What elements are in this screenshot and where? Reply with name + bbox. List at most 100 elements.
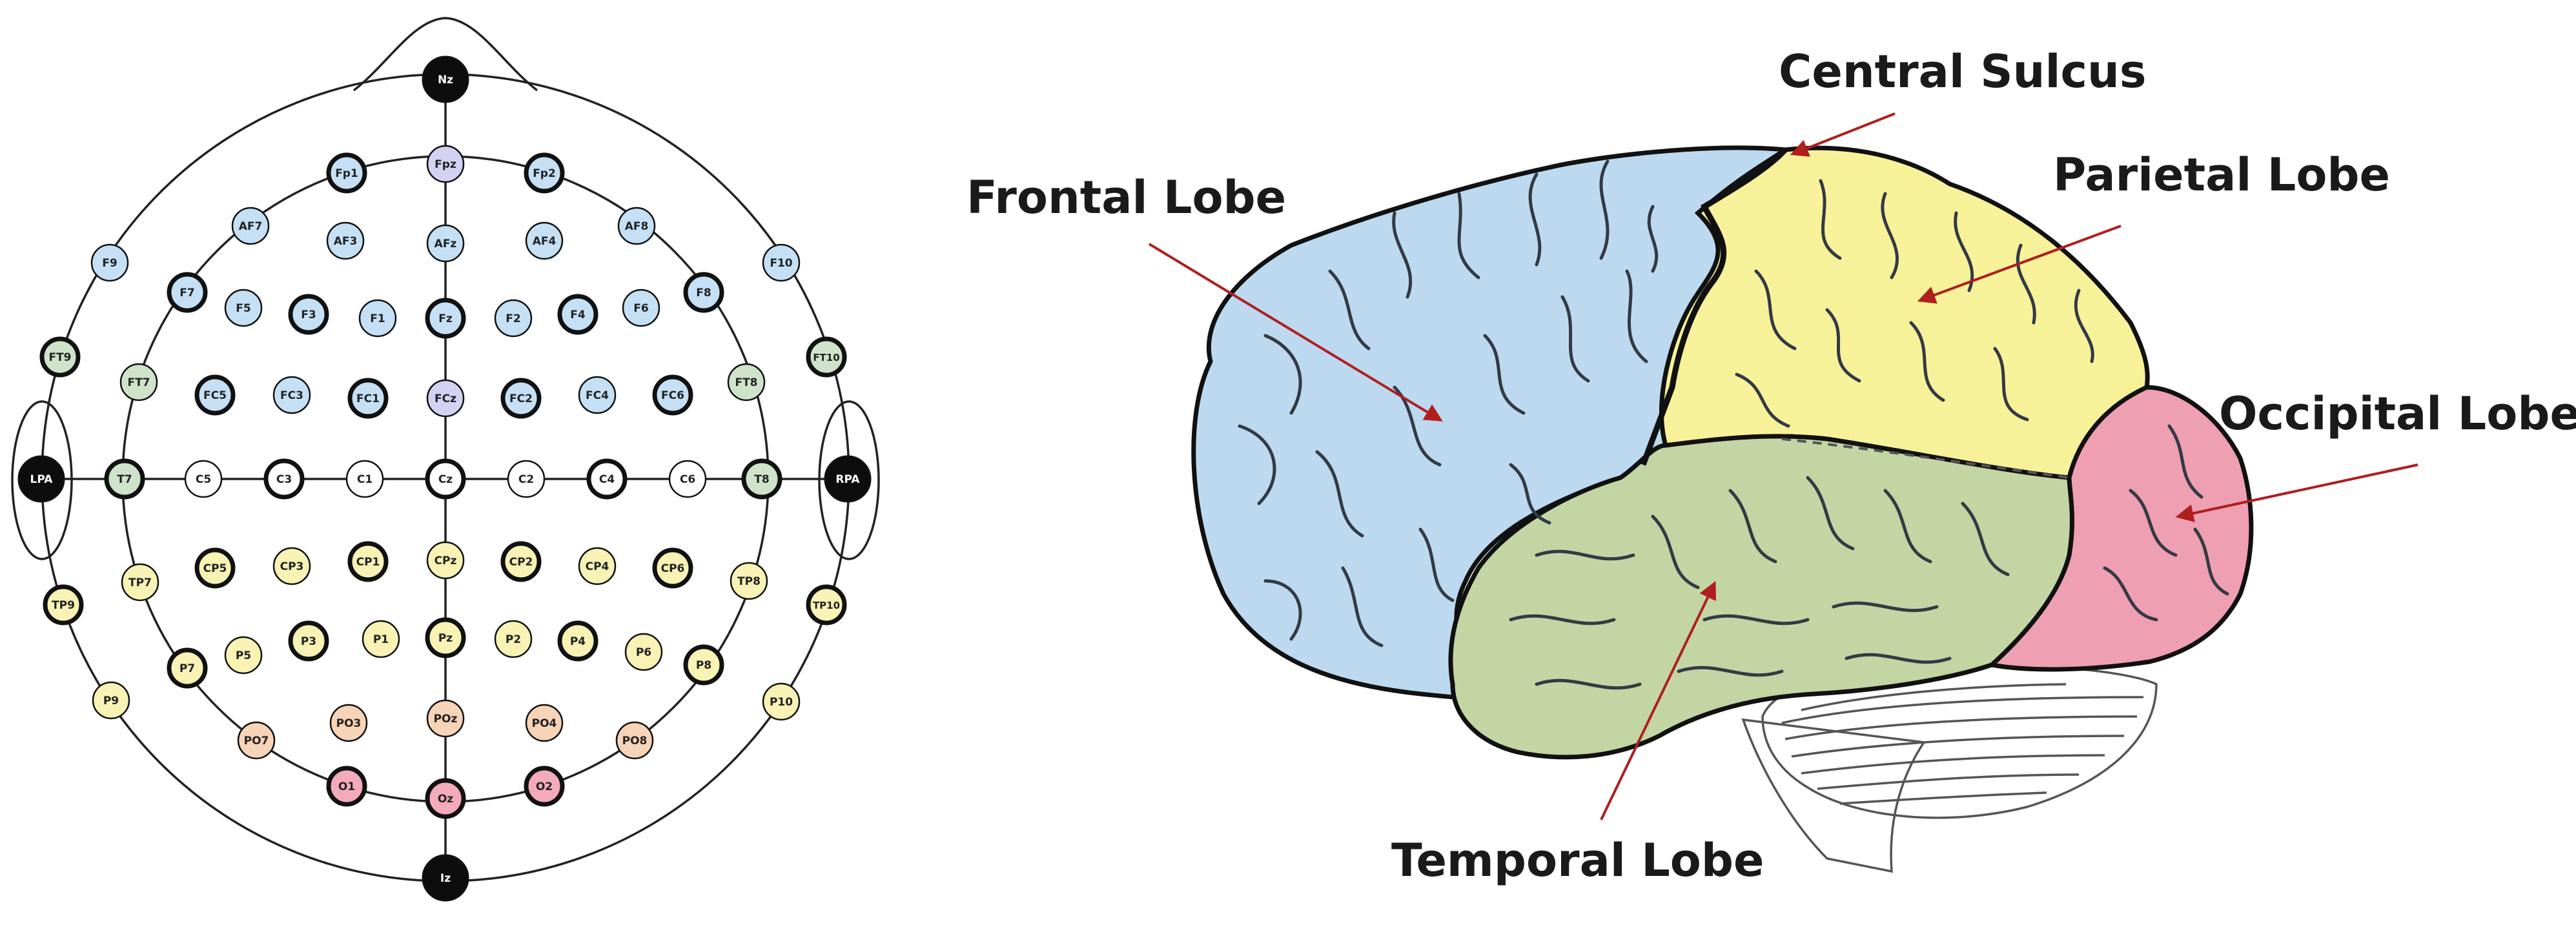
electrode-f7-label: F7	[179, 287, 194, 300]
electrode-nz-marker	[422, 56, 469, 103]
electrode-fcz-marker	[426, 379, 465, 418]
electrode-af8-marker	[617, 207, 656, 245]
electrode-tp10: TP10	[806, 584, 847, 625]
electrode-fp2: Fp2	[524, 152, 565, 194]
nose-outline	[353, 17, 538, 92]
electrode-f10-label: F10	[770, 257, 792, 270]
label-arrows	[1148, 112, 2418, 820]
electrode-fpz: Fpz	[426, 145, 465, 183]
electrode-o2: O2	[524, 766, 565, 807]
electrode-f10-marker	[762, 243, 801, 282]
electrode-c4-marker	[586, 458, 628, 500]
electrode-p2-marker	[494, 620, 533, 658]
electrode-fc6-marker	[652, 374, 693, 416]
electrode-ft8-label: FT8	[735, 376, 757, 389]
cerebellum-folia	[1781, 683, 2144, 805]
electrode-fz: Fz	[425, 298, 466, 339]
arrow-frontal-lobe	[1148, 243, 1443, 422]
electrode-f10: F10	[762, 243, 801, 282]
electrode-f5-marker	[224, 289, 263, 327]
gyri-lines	[1238, 159, 2229, 690]
electrode-f2-marker	[494, 299, 533, 338]
electrode-c3-label: C3	[276, 473, 292, 486]
electrode-tp8: TP8	[730, 562, 768, 600]
electrode-ft7-label: FT7	[127, 376, 150, 389]
electrode-cz-label: Cz	[438, 473, 453, 486]
electrode-f2: F2	[494, 299, 533, 338]
electrode-fc1-label: FC1	[356, 392, 380, 405]
electrode-po8-label: PO8	[622, 735, 648, 747]
electrode-cp1: CP1	[347, 541, 389, 582]
electrode-nz-label: Nz	[438, 74, 453, 86]
electrode-ft8: FT8	[727, 363, 766, 402]
electrode-cp6-marker	[652, 547, 693, 589]
electrode-ft9-marker	[39, 336, 81, 378]
electrode-p4-marker	[557, 620, 598, 662]
electrode-fcz-label: FCz	[434, 392, 456, 405]
electrode-fc4-label: FC4	[586, 389, 609, 402]
electrode-afz-label: AFz	[434, 238, 457, 250]
electrode-ft9-label: FT9	[48, 351, 71, 364]
electrode-fc3-marker	[272, 376, 311, 414]
electrode-f7: F7	[167, 272, 208, 313]
electrode-ft8-marker	[727, 363, 766, 402]
electrode-f2-label: F2	[506, 312, 520, 325]
electrode-ft7: FT7	[119, 363, 158, 402]
electrode-c3: C3	[263, 458, 305, 500]
electrode-p3-marker	[288, 620, 329, 662]
electrode-c5-label: C5	[196, 473, 211, 486]
electrode-lpa-label: LPA	[30, 473, 54, 486]
electrode-oz-label: Oz	[438, 793, 453, 806]
electrode-t8-label: T8	[754, 473, 769, 486]
electrode-fc6-label: FC6	[661, 389, 684, 402]
electrode-af7-label: AF7	[239, 220, 263, 233]
label-temporal-lobe: Temporal Lobe	[1391, 834, 1764, 887]
electrode-p3-label: P3	[301, 635, 316, 648]
label-central-sulcus: Central Sulcus	[1779, 45, 2147, 98]
electrode-o2-marker	[524, 766, 565, 807]
electrode-cpz: CPz	[426, 541, 465, 580]
electrode-p3: P3	[288, 620, 329, 662]
electrode-ft9: FT9	[39, 336, 81, 378]
electrode-f8-marker	[683, 272, 724, 313]
electrode-f1: F1	[358, 299, 397, 338]
electrode-tp8-marker	[730, 562, 768, 600]
electrode-tp10-label: TP10	[813, 600, 840, 611]
electrode-o1-label: O1	[338, 780, 355, 793]
electrode-cz-marker	[425, 458, 466, 500]
electrode-p7-marker	[167, 647, 208, 689]
electrode-cz: Cz	[425, 458, 466, 500]
electrode-cpz-marker	[426, 541, 465, 580]
electrode-po8: PO8	[615, 721, 654, 760]
electrode-p2: P2	[494, 620, 533, 658]
electrode-po7: PO7	[237, 721, 276, 760]
electrode-p5: P5	[224, 636, 263, 675]
electrode-ft10-label: FT10	[813, 352, 839, 363]
electrode-c1-label: C1	[357, 473, 373, 486]
electrode-oz: Oz	[425, 778, 466, 819]
electrode-fp1-marker	[326, 152, 367, 194]
electrode-cp1-marker	[347, 541, 389, 582]
electrode-f3: F3	[288, 294, 329, 335]
electrode-p1-marker	[362, 620, 400, 658]
electrode-cp1-label: CP1	[356, 556, 380, 569]
electrode-p4: P4	[557, 620, 598, 662]
electrode-p10: P10	[762, 682, 801, 721]
electrode-af8: AF8	[617, 207, 656, 245]
electrode-pz-marker	[425, 617, 466, 658]
electrode-p8: P8	[683, 644, 724, 686]
electrode-iz-label: Iz	[440, 872, 451, 885]
electrode-rpa: RPA	[824, 455, 872, 503]
electrode-fz-label: Fz	[438, 312, 453, 325]
electrode-cp4-marker	[578, 547, 617, 585]
electrode-c6-label: C6	[680, 473, 695, 486]
brainstem	[1741, 718, 1927, 873]
electrode-cp4: CP4	[578, 547, 617, 585]
electrode-c1-marker	[345, 460, 384, 498]
electrode-ft10: FT10	[806, 336, 847, 378]
electrode-af4-label: AF4	[533, 235, 557, 248]
electrode-f9-marker	[90, 243, 129, 282]
electrode-po4: PO4	[525, 704, 564, 742]
electrode-f1-label: F1	[370, 312, 385, 325]
electrode-f4-marker	[557, 294, 598, 335]
